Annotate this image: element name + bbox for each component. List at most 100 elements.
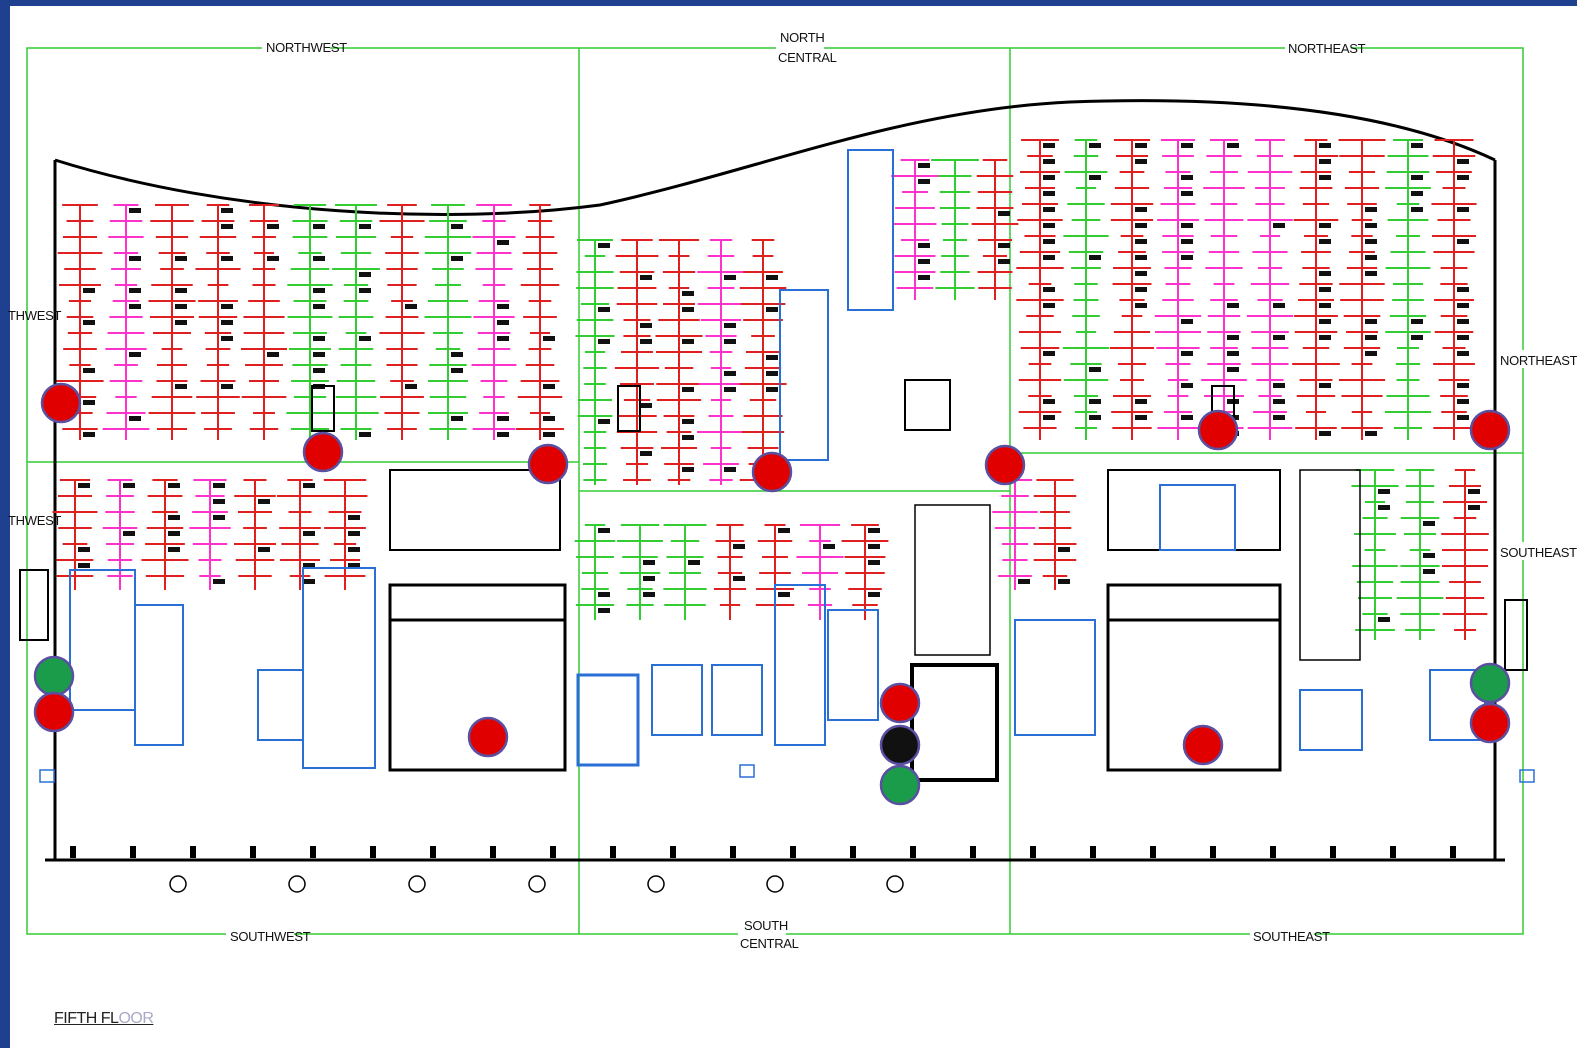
workstation bbox=[682, 387, 694, 392]
column-post bbox=[730, 846, 736, 858]
workstation bbox=[598, 339, 610, 344]
workstation bbox=[451, 224, 463, 229]
workstation bbox=[313, 304, 325, 309]
marker-red[interactable] bbox=[467, 716, 509, 758]
marker-red[interactable] bbox=[751, 451, 793, 493]
workstation bbox=[1319, 319, 1331, 324]
conference-room bbox=[774, 584, 826, 746]
workstation bbox=[1411, 319, 1423, 324]
workstation bbox=[313, 368, 325, 373]
open-room bbox=[302, 567, 376, 769]
workstation bbox=[766, 387, 778, 392]
marker-red[interactable] bbox=[879, 682, 921, 724]
workstation bbox=[1135, 415, 1147, 420]
column-post bbox=[1390, 846, 1396, 858]
workstation bbox=[1135, 287, 1147, 292]
workstation bbox=[359, 288, 371, 293]
workstation bbox=[175, 304, 187, 309]
workstation bbox=[1181, 143, 1193, 148]
marker-green[interactable] bbox=[1469, 662, 1511, 704]
workstation bbox=[359, 272, 371, 277]
workstation bbox=[451, 368, 463, 373]
workstation bbox=[598, 419, 610, 424]
workstation bbox=[168, 515, 180, 520]
marker-red[interactable] bbox=[1182, 724, 1224, 766]
floor-title-main: FIFTH FL bbox=[54, 1010, 119, 1027]
office bbox=[711, 664, 763, 736]
workstation bbox=[1043, 399, 1055, 404]
zone-label-north: NORTH bbox=[780, 30, 824, 45]
marker-green[interactable] bbox=[879, 764, 921, 806]
workstation bbox=[1457, 351, 1469, 356]
marker-red[interactable] bbox=[33, 691, 75, 733]
elevator bbox=[904, 379, 951, 431]
marker-red[interactable] bbox=[527, 443, 569, 485]
workstation bbox=[1227, 351, 1239, 356]
column-circle bbox=[886, 875, 904, 893]
workstation bbox=[1273, 303, 1285, 308]
workstation bbox=[868, 544, 880, 549]
column-circle bbox=[408, 875, 426, 893]
workstation bbox=[1043, 415, 1055, 420]
workstation bbox=[1457, 239, 1469, 244]
room bbox=[1159, 484, 1236, 551]
workstation bbox=[1089, 175, 1101, 180]
column-post bbox=[670, 846, 676, 858]
marker-red[interactable] bbox=[1469, 409, 1511, 451]
workstation bbox=[1181, 239, 1193, 244]
workstation bbox=[313, 288, 325, 293]
workstation bbox=[1273, 335, 1285, 340]
marker-red[interactable] bbox=[984, 444, 1026, 486]
workstation bbox=[1457, 207, 1469, 212]
workstation bbox=[313, 352, 325, 357]
office bbox=[576, 673, 640, 767]
column-post bbox=[310, 846, 316, 858]
workstation bbox=[405, 304, 417, 309]
workstation bbox=[1365, 319, 1377, 324]
workstation bbox=[640, 275, 652, 280]
marker-black[interactable] bbox=[879, 724, 921, 766]
workstation bbox=[823, 544, 835, 549]
workstation bbox=[1457, 399, 1469, 404]
workstation bbox=[1457, 415, 1469, 420]
workstation bbox=[1319, 175, 1331, 180]
stair-core bbox=[389, 469, 561, 551]
workstation bbox=[766, 371, 778, 376]
column-post bbox=[430, 846, 436, 858]
workstation bbox=[998, 259, 1010, 264]
workstation bbox=[213, 499, 225, 504]
marker-red[interactable] bbox=[40, 382, 82, 424]
workstation bbox=[1365, 271, 1377, 276]
workstation bbox=[221, 208, 233, 213]
workstation bbox=[1468, 489, 1480, 494]
marker-red[interactable] bbox=[1469, 702, 1511, 744]
floor-title-faded: OOR bbox=[118, 1010, 154, 1027]
workstation bbox=[1457, 175, 1469, 180]
workstation bbox=[1043, 351, 1055, 356]
workstation bbox=[1058, 579, 1070, 584]
workstation bbox=[497, 304, 509, 309]
marker-red[interactable] bbox=[1197, 409, 1239, 451]
workstation bbox=[1468, 505, 1480, 510]
workstation bbox=[1043, 159, 1055, 164]
column-post bbox=[70, 846, 76, 858]
column-post bbox=[190, 846, 196, 858]
workstation bbox=[640, 323, 652, 328]
workstation bbox=[1423, 521, 1435, 526]
workstation bbox=[1319, 271, 1331, 276]
zone-label-north-central: CENTRAL bbox=[778, 50, 837, 65]
workstation bbox=[78, 563, 90, 568]
workstation bbox=[221, 224, 233, 229]
workstation bbox=[1319, 223, 1331, 228]
marker-red[interactable] bbox=[302, 431, 344, 473]
workstation bbox=[451, 416, 463, 421]
fixture bbox=[39, 769, 55, 783]
workstation bbox=[1135, 255, 1147, 260]
workstation bbox=[497, 320, 509, 325]
workstation bbox=[724, 371, 736, 376]
floor-title: FIFTH FLOOR bbox=[54, 1010, 154, 1028]
workstation bbox=[640, 451, 652, 456]
column-grid bbox=[70, 846, 1456, 893]
marker-green[interactable] bbox=[33, 655, 75, 697]
workstation bbox=[733, 544, 745, 549]
